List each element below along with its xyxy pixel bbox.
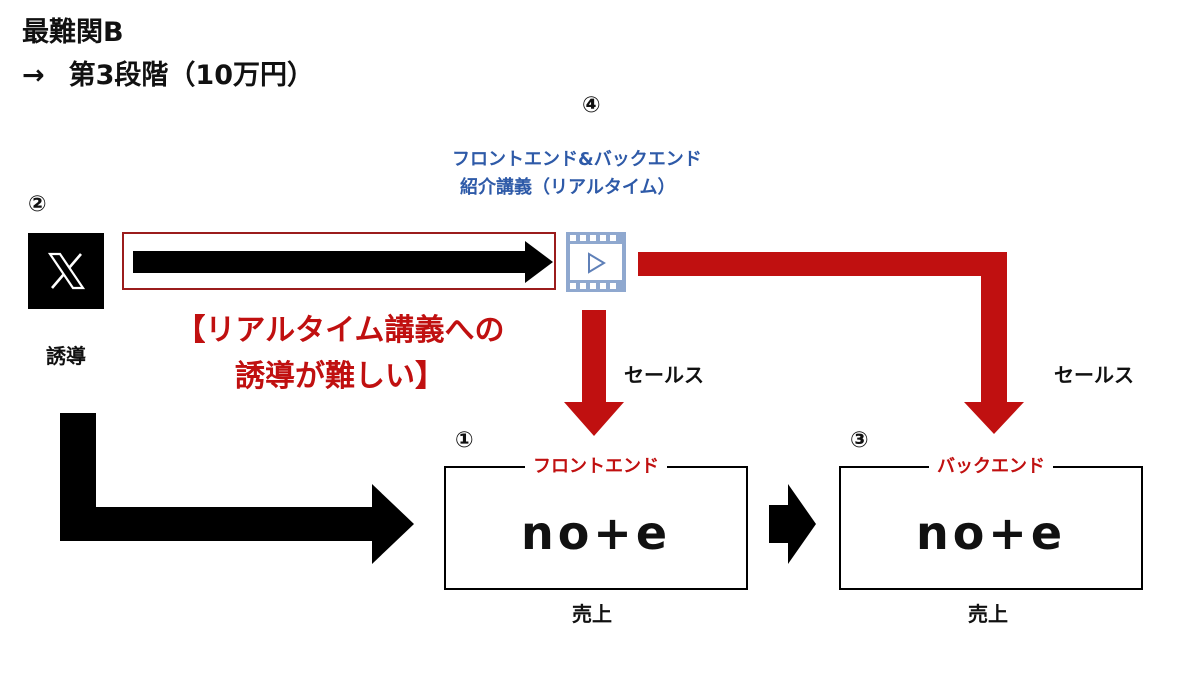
title-line2: → 第3段階（10万円） <box>22 59 314 93</box>
front-tag: フロントエンド <box>525 455 667 479</box>
front-sales-label: 売上 <box>572 602 612 626</box>
video-title-line2: 紹介講義（リアルタイム） <box>460 177 676 198</box>
front-note-box: フロントエンド no+e <box>444 455 748 590</box>
warning-text: 【リアルタイム講義への 誘導が難しい】 <box>150 308 530 400</box>
back-sales-label: 売上 <box>968 602 1008 626</box>
sales-label-right: セールス <box>1054 363 1134 387</box>
arrow-x-to-video <box>133 241 553 283</box>
front-note-logo: no+e <box>520 506 672 560</box>
step-number-video: ④ <box>582 93 601 118</box>
back-note-box: バックエンド no+e <box>839 455 1143 590</box>
step-number-front: ① <box>455 428 474 453</box>
step-number-back: ③ <box>850 428 869 453</box>
x-logo-icon <box>28 233 104 309</box>
step-number-x: ② <box>28 192 47 217</box>
arrow-video-to-back <box>638 252 1024 434</box>
arrow-front-to-back <box>769 484 816 564</box>
video-play-icon <box>566 232 626 292</box>
arrow-x-to-front <box>60 413 414 564</box>
back-note-logo: no+e <box>915 506 1067 560</box>
back-tag: バックエンド <box>929 455 1053 479</box>
arrow-video-to-front <box>564 310 624 436</box>
title-stage: 第3段階（10万円） <box>68 60 314 91</box>
sales-label-left: セールス <box>624 363 704 387</box>
title-arrow: → <box>22 60 45 91</box>
x-label: 誘導 <box>46 344 86 368</box>
warning-line2: 誘導が難しい】 <box>235 359 445 394</box>
video-title: フロントエンド&バックエンド 紹介講義（リアルタイム） <box>452 146 742 202</box>
highlight-box <box>122 232 556 290</box>
title-line1: 最難関B <box>22 17 124 48</box>
warning-line1: 【リアルタイム講義への <box>175 313 505 348</box>
video-title-line1: フロントエンド&バックエンド <box>452 149 702 170</box>
